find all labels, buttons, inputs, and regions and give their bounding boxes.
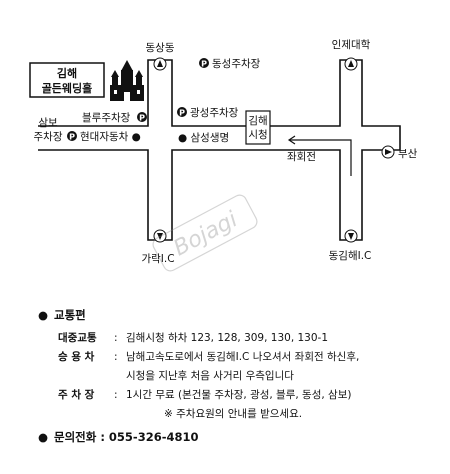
up-arrow-icon	[157, 60, 163, 67]
label-gaya-ic: 가락I.C	[141, 253, 174, 265]
hall-name-box	[29, 62, 105, 98]
transit-value: 김해시청 하차 123, 128, 309, 130, 130-1	[126, 332, 329, 344]
parking-symbol: P	[179, 109, 185, 118]
castle-icon	[110, 60, 144, 101]
route-arrow	[287, 135, 352, 176]
parking-value: 1시간 무료 (본건물 주차장, 광성, 블루, 동성, 삼보)	[126, 389, 352, 401]
up-arrow-icon	[348, 60, 354, 67]
parking-key: 주 차 장	[58, 389, 95, 401]
label-dongsang: 동상동	[146, 42, 175, 54]
road-network	[38, 59, 401, 241]
label-hyundai-motor: 현대자동차 ●	[80, 131, 141, 143]
label-sambo-line1: 삼보	[38, 117, 58, 129]
parking-note: ※ 주차요원의 안내를 받으세요.	[164, 408, 303, 420]
bullet-icon: ●	[38, 430, 49, 444]
contact-row: ● 문의전화 : 055-326-4810	[38, 428, 438, 447]
car-row: 승 용 차 : 남해고속도로에서 동김해I.C 나오셔서 좌회전 하신후,	[38, 348, 438, 367]
roads-outline	[38, 59, 401, 241]
parking-icon	[177, 107, 187, 117]
label-gwangseong-parking: 광성주차장	[190, 107, 239, 119]
parking-symbol: P	[201, 60, 207, 69]
parking-symbol: P	[139, 114, 145, 123]
hall-name-line1: 김해	[57, 66, 77, 80]
parking-row: 주 차 장 : 1시간 무료 (본건물 주차장, 광성, 블루, 동성, 삼보)	[38, 386, 438, 405]
bullet-icon: ●	[38, 308, 49, 322]
down-arrow-icon	[348, 233, 354, 240]
transport-info: ● 교통편 대중교통 : 김해시청 하차 123, 128, 309, 130,…	[38, 304, 438, 451]
location-map: Bojagi 김해 골든웨딩홀 동상동 인제대학 P 동성주차장 P 광성주차장…	[29, 39, 418, 272]
label-inje: 인제대학	[332, 39, 371, 51]
label-city-hall-line1: 김해	[248, 114, 267, 127]
car-value-line2: 시청을 지난후 처음 사거리 우측입니다	[126, 370, 294, 382]
label-samsung-life: ● 삼성생명	[178, 132, 229, 144]
label-busan: 부산	[398, 148, 418, 160]
transit-row: 대중교통 : 김해시청 하차 123, 128, 309, 130, 130-1	[38, 329, 438, 348]
car-value-line1: 남해고속도로에서 동김해I.C 나오셔서 좌회전 하신후,	[126, 351, 360, 363]
direction-markers	[153, 57, 395, 243]
section-title: 교통편	[54, 308, 86, 322]
colon: :	[114, 351, 118, 363]
label-sambo-line2: 주차장	[34, 131, 63, 143]
parking-icon	[199, 58, 209, 68]
label-dongseong-parking: 동성주차장	[212, 58, 261, 70]
colon: :	[114, 332, 118, 344]
down-arrow-icon	[157, 233, 163, 240]
colon: :	[114, 389, 118, 401]
label-dong-gimhae-ic: 동김해I.C	[329, 249, 372, 262]
hall-name-line2: 골든웨딩홀	[42, 81, 93, 95]
parking-note-row: ※ 주차요원의 안내를 받으세요.	[38, 405, 438, 424]
label-jwahoejeon: 좌회전	[287, 151, 316, 163]
car-row-cont: 시청을 지난후 처음 사거리 우측입니다	[38, 367, 438, 386]
city-hall-box	[245, 110, 271, 145]
parking-icon	[137, 112, 147, 122]
label-blue-parking: 블루주차장	[82, 112, 131, 124]
contact-label: 문의전화 : 055-326-4810	[54, 430, 199, 444]
transit-key: 대중교통	[58, 332, 97, 344]
right-arrow-icon	[385, 149, 392, 155]
car-key: 승 용 차	[58, 351, 95, 363]
parking-icon	[67, 131, 77, 141]
parking-symbol: P	[69, 133, 75, 142]
section-header: ● 교통편	[38, 306, 438, 325]
label-city-hall-line2: 시청	[248, 129, 267, 141]
